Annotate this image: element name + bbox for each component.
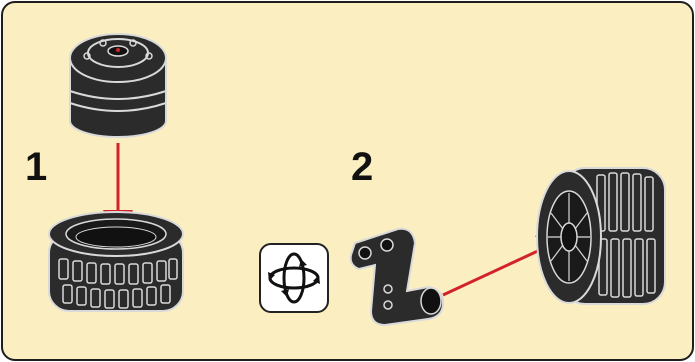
- wheel-hub-icon: [69, 33, 167, 138]
- rotate-model-icon: [259, 243, 329, 313]
- steering-arm-icon: [349, 227, 445, 327]
- step-2-number: 2: [351, 145, 374, 189]
- step-1-number: 1: [25, 145, 48, 189]
- instruction-illustration: [48, 33, 666, 327]
- tire-icon: [48, 211, 184, 312]
- rotate-arrows-icon: [268, 252, 320, 304]
- assembled-wheel-icon: [536, 167, 666, 305]
- insert-arrow-2: [442, 235, 569, 297]
